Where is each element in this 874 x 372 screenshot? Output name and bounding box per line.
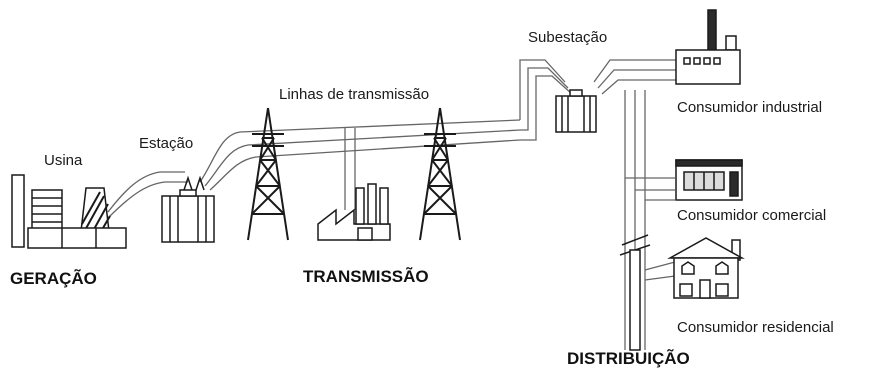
section-distribuicao: DISTRIBUIÇÃO: [567, 349, 690, 368]
label-subestacao: Subestação: [528, 29, 608, 46]
section-transmissao: TRANSMISSÃO: [303, 267, 429, 286]
station-transformer-icon: [161, 175, 215, 243]
commercial-consumer-icon: [675, 159, 743, 201]
section-geracao: GERAÇÃO: [10, 269, 97, 288]
power-plant-icon: [11, 174, 127, 249]
label-usina: Usina: [44, 152, 83, 169]
label-consumidor-residencial: Consumidor residencial: [677, 319, 834, 336]
label-linhas-transmissao: Linhas de transmissão: [279, 86, 430, 103]
label-consumidor-comercial: Consumidor comercial: [677, 207, 827, 224]
distribution-pole-icon: [619, 234, 651, 351]
substation-transformer-icon: [555, 89, 597, 133]
industrial-consumer-icon: [675, 9, 741, 85]
label-consumidor-industrial: Consumidor industrial: [677, 99, 823, 116]
label-estacao: Estação: [139, 135, 194, 152]
transmission-factory-icon: [317, 183, 391, 241]
residential-consumer-icon: [667, 237, 745, 299]
transmission-tower-1-icon: [247, 107, 289, 241]
transmission-tower-2-icon: [419, 107, 461, 241]
